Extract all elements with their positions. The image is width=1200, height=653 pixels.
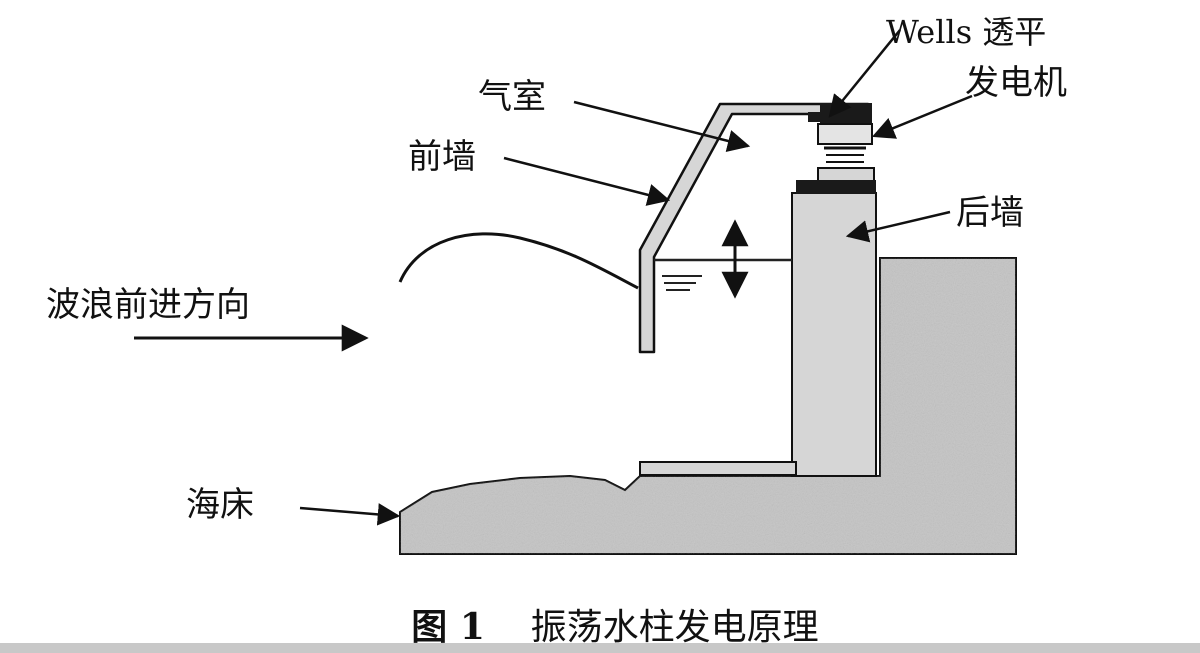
leader-arrow-generator <box>871 94 973 139</box>
wells-turbine-generator <box>796 103 876 194</box>
caption-title: 振荡水柱发电原理 <box>530 607 819 648</box>
caption-gap <box>485 607 531 648</box>
back-wall <box>791 192 877 477</box>
label-wells-turbine: Wells 透平 <box>886 13 1047 51</box>
label-front-wall: 前墙 <box>408 137 476 177</box>
label-wave-direction: 波浪前进方向 <box>46 285 250 325</box>
seabed-texture <box>400 258 1016 554</box>
leader-arrow-wells <box>828 29 901 118</box>
leader-arrow-seabed <box>299 503 401 526</box>
leader-arrow-chamber <box>573 100 751 152</box>
caption-figure-number: 图 1 <box>411 606 485 648</box>
wave-curve <box>398 232 639 290</box>
chamber-floor <box>639 461 797 476</box>
figure-caption: 图 1 振荡水柱发电原理 <box>0 598 1200 650</box>
leader-arrow-back-wall <box>845 210 951 243</box>
label-air-chamber: 气室 <box>478 77 546 117</box>
label-seabed: 海床 <box>186 485 254 525</box>
bottom-rule <box>0 643 1200 653</box>
label-back-wall: 后墙 <box>956 193 1024 233</box>
label-generator: 发电机 <box>965 63 1067 103</box>
leader-arrow-front-wall <box>503 156 671 206</box>
